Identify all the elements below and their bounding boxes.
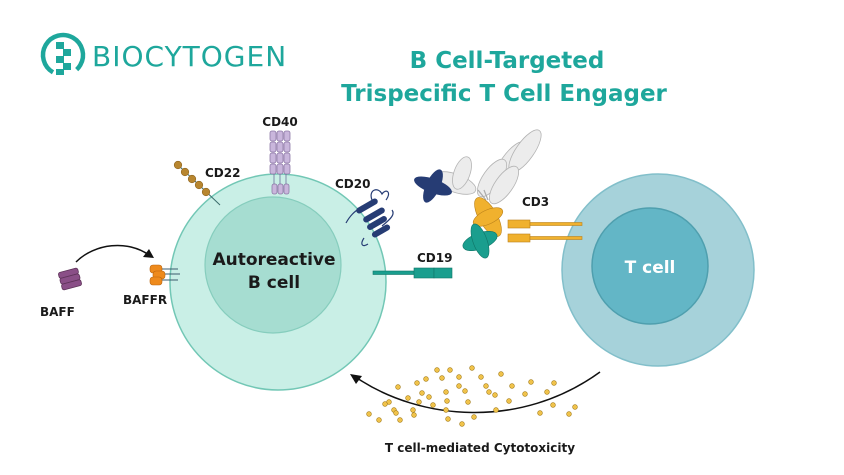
cd3-label: CD3 <box>522 195 549 209</box>
t-cell-nucleus <box>591 207 709 325</box>
granule <box>544 389 550 395</box>
granule <box>434 367 440 373</box>
granule <box>572 404 578 410</box>
cd3-binding-domain <box>472 197 504 237</box>
granule <box>486 389 492 395</box>
granule <box>411 412 417 418</box>
cd19-receptor: CD19 <box>372 251 452 279</box>
granule <box>471 414 477 420</box>
granule <box>405 395 411 401</box>
cd20-receptor: CD20 <box>335 177 394 247</box>
granule <box>506 398 512 404</box>
b-cell-label-line-2: B cell <box>248 273 300 293</box>
granule <box>426 394 432 400</box>
granule <box>492 392 498 398</box>
granule <box>443 407 449 413</box>
arrowhead-icon <box>143 249 154 258</box>
baff-label: BAFF <box>40 305 75 319</box>
granule <box>444 398 450 404</box>
b-cell-nucleus <box>204 196 342 334</box>
cd22-label: CD22 <box>205 166 240 180</box>
granule <box>395 384 401 390</box>
b-cell-label-line-1: Autoreactive <box>212 250 335 270</box>
granule <box>483 383 489 389</box>
granule <box>550 402 556 408</box>
caption: T cell-mediated Cytotoxicity <box>385 441 575 455</box>
baffr-receptor: BAFFR <box>123 264 180 307</box>
granule <box>537 410 543 416</box>
title-line-2: Trispecific T Cell Engager <box>341 81 667 107</box>
granule <box>430 402 436 408</box>
granule <box>551 380 557 386</box>
cytotoxic-granules <box>366 365 578 427</box>
granule <box>366 411 372 417</box>
granule <box>566 411 572 417</box>
granule <box>456 374 462 380</box>
cytotoxicity-arrow <box>356 371 601 414</box>
cd20-binding-domain <box>414 169 452 203</box>
binding-arrow <box>75 244 150 263</box>
granule <box>493 407 499 413</box>
t-cell: T cell <box>561 173 755 367</box>
granule <box>509 383 515 389</box>
granule <box>522 391 528 397</box>
granule <box>445 416 451 422</box>
granule <box>416 399 422 405</box>
trispecific-antibody <box>414 129 542 259</box>
granule <box>439 375 445 381</box>
granule <box>382 401 388 407</box>
granule <box>478 374 484 380</box>
cd3-receptor: CD3 <box>507 195 583 243</box>
granule <box>414 380 420 386</box>
granule <box>393 410 399 416</box>
brand-name: BIOCYTOGEN <box>92 40 287 73</box>
granule <box>397 417 403 423</box>
b-cell: Autoreactive B cell <box>169 173 387 391</box>
granule <box>459 421 465 427</box>
granule <box>447 367 453 373</box>
granule <box>498 371 504 377</box>
cd40-label: CD40 <box>262 115 297 129</box>
cd22-receptor: CD22 <box>173 160 240 206</box>
granule <box>419 390 425 396</box>
title-line-1: B Cell-Targeted <box>410 48 605 74</box>
cd40-receptor: CD40 <box>262 115 298 195</box>
cd19-label: CD19 <box>417 251 452 265</box>
granule <box>469 365 475 371</box>
granule <box>456 383 462 389</box>
granule <box>410 407 416 413</box>
biocytogen-logo: BIOCYTOGEN <box>40 32 287 78</box>
baff-ligand: BAFF <box>40 267 82 319</box>
cd20-label: CD20 <box>335 177 370 191</box>
arrowhead-icon <box>350 374 362 384</box>
granule <box>528 379 534 385</box>
granule <box>465 399 471 405</box>
granule <box>376 417 382 423</box>
granule <box>462 388 468 394</box>
granule <box>443 389 449 395</box>
t-cell-label: T cell <box>625 258 676 278</box>
baffr-label: BAFFR <box>123 293 167 307</box>
cd19-binding-domain <box>462 223 498 259</box>
logo-mark-icon <box>40 32 86 78</box>
granule <box>423 376 429 382</box>
